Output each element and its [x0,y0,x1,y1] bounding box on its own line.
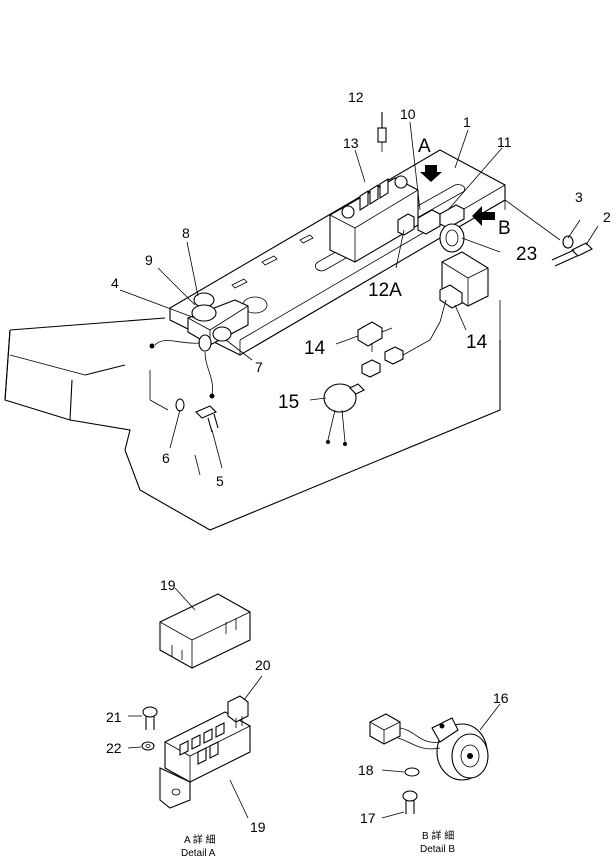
console-housing [4,317,501,531]
fuse-box-19 [159,711,251,809]
callout-18: 18 [358,762,374,778]
callout-8: 8 [182,225,190,241]
callout-14-left: 14 [304,338,326,359]
callout-labels: 1 2 3 4 5 6 7 8 9 10 11 12 12A 13 14 14 … [106,89,611,835]
relay-10-11 [397,204,465,236]
view-label-a: A [418,136,431,157]
callout-16: 16 [493,690,509,706]
view-arrow-b [472,206,495,226]
cover-19 [159,593,251,669]
callout-19-bottom: 19 [250,819,266,835]
detail-a-caption-en: Detail A [181,848,216,858]
screw-12 [377,112,387,152]
key-switch-assembly [149,292,249,399]
detail-b-caption-en: Detail B [420,844,455,855]
callout-17: 17 [360,810,376,826]
detail-b-group [369,703,501,819]
view-arrow-a [420,165,442,182]
callout-5: 5 [216,473,224,489]
screw-21 [142,706,158,730]
callout-4: 4 [111,275,119,291]
fuse-20 [227,695,249,728]
callout-12a: 12A [368,280,402,301]
detail-a-group [127,587,263,819]
callout-19-top: 19 [160,577,176,593]
relay-14-right [439,251,489,323]
callout-1: 1 [463,114,471,130]
washer-22 [141,741,155,751]
buzzer-16 [431,717,489,781]
callout-13: 13 [343,135,359,151]
leader-lines-main [119,121,599,469]
main-assembly [4,112,593,531]
callout-23: 23 [516,244,537,265]
bolt-5 [195,405,219,433]
callout-22: 22 [106,740,122,756]
callout-9: 9 [145,252,153,268]
callout-7: 7 [255,359,263,375]
detail-b-caption-jp: B 詳 細 [422,829,454,842]
switch-15 [323,383,365,446]
buzzer-23 [439,223,465,253]
buzzer-connector [369,713,441,750]
connector-14-left [357,321,441,378]
washer-3 [562,235,574,249]
switch-block-13 [329,175,419,263]
callout-14-right: 14 [466,332,488,353]
callout-10: 10 [400,106,416,122]
view-label-b: B [498,218,511,239]
callout-3: 3 [575,189,583,205]
detail-captions: A 詳 細 Detail A B 詳 細 Detail B [181,829,455,859]
detail-a-caption-jp: A 詳 細 [184,833,216,846]
washer-6 [175,398,185,412]
callout-15: 15 [278,392,299,413]
callout-12: 12 [348,89,364,105]
callout-20: 20 [255,657,271,673]
callout-21: 21 [106,709,122,725]
bolt-2 [551,242,593,267]
bolt-17 [402,790,418,814]
callout-11: 11 [497,134,512,150]
washer-18 [404,767,420,777]
callout-2: 2 [603,209,611,225]
callout-6: 6 [162,450,170,466]
